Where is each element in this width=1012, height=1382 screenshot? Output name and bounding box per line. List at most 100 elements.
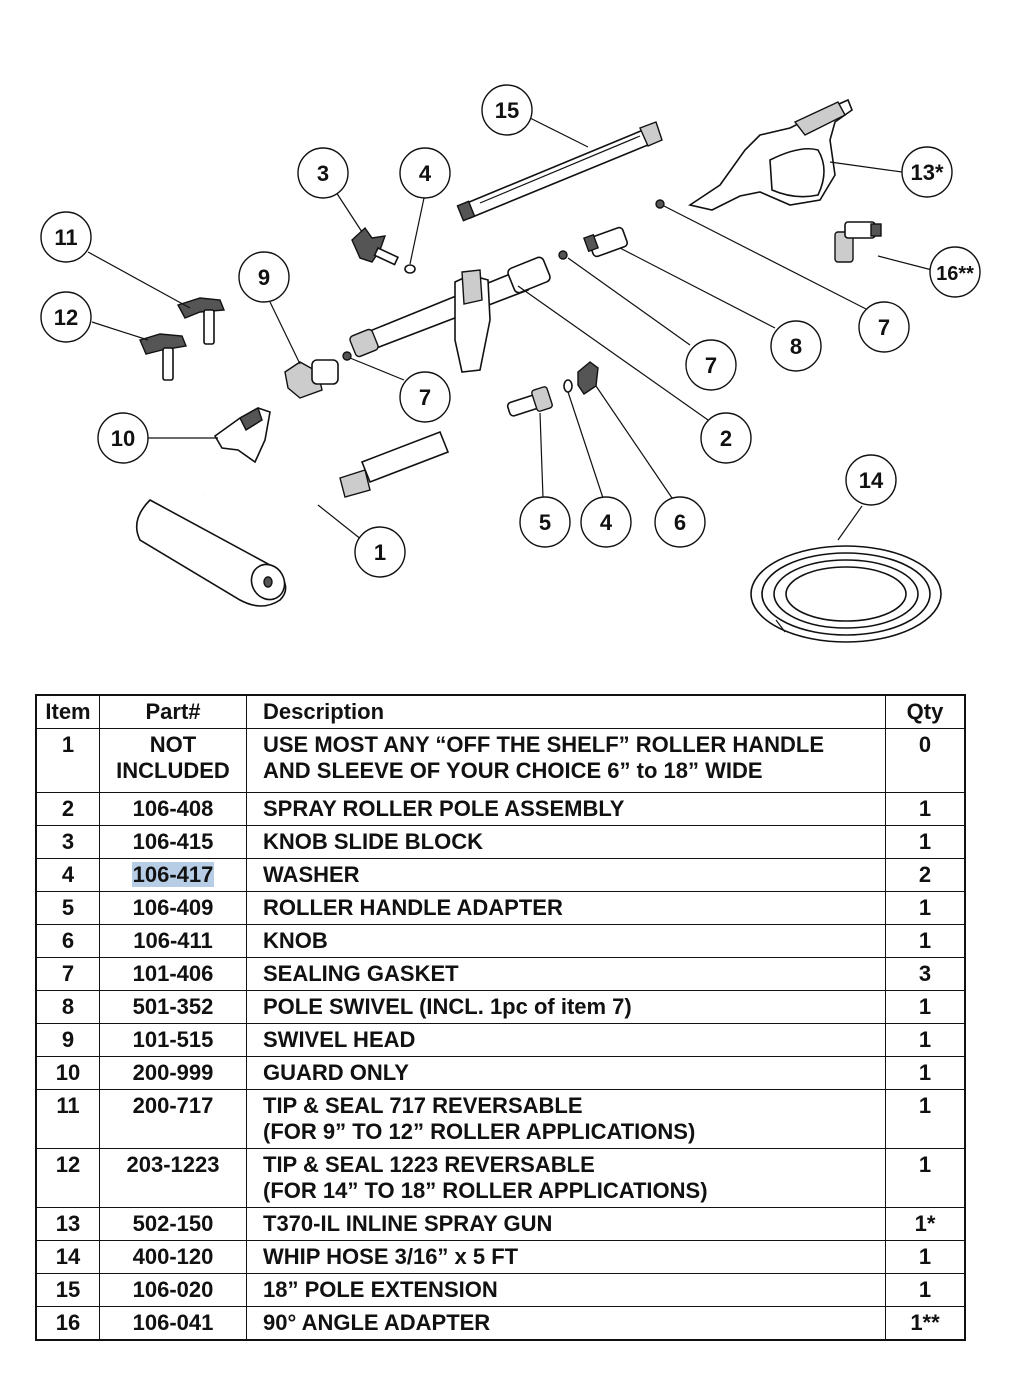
callout-7-right: 7 [858, 301, 910, 353]
row-item: 11 [35, 1089, 100, 1149]
row-part: 106-041 [99, 1306, 247, 1341]
washer-upper-drawing [404, 264, 416, 274]
svg-text:11: 11 [54, 225, 77, 250]
row-description: T370-IL INLINE SPRAY GUN [246, 1207, 886, 1241]
roller-drawing [135, 430, 450, 607]
leader-lines [87, 117, 933, 541]
row-part: 400-120 [99, 1240, 247, 1274]
svg-text:13*: 13* [910, 160, 943, 185]
row-qty: 3 [885, 957, 966, 991]
callout-9: 9 [238, 251, 290, 303]
row-part: 101-406 [99, 957, 247, 991]
exploded-parts-diagram: 15 3 4 13* 11 16** 9 12 7 8 7 7 10 2 14 … [40, 84, 981, 643]
row-description: KNOB [246, 924, 886, 958]
row-description: USE MOST ANY “OFF THE SHELF” ROLLER HAND… [246, 728, 886, 793]
row-qty: 1 [885, 792, 966, 826]
row-item: 5 [35, 891, 100, 925]
row-description: SEALING GASKET [246, 957, 886, 991]
row-part: 106-020 [99, 1273, 247, 1307]
pole-swivel-drawing [583, 226, 629, 258]
row-description: 90° ANGLE ADAPTER [246, 1306, 886, 1341]
row-item: 2 [35, 792, 100, 826]
row-part-line2: INCLUDED [116, 758, 230, 783]
svg-text:1: 1 [374, 540, 386, 565]
row-qty: 1 [885, 990, 966, 1024]
row-description: TIP & SEAL 717 REVERSABLE(FOR 9” TO 12” … [246, 1089, 886, 1149]
svg-text:9: 9 [258, 265, 270, 290]
row-item: 15 [35, 1273, 100, 1307]
table-row: 14 400-120 WHIP HOSE 3/16” x 5 FT 1 [35, 1240, 966, 1274]
callout-12: 12 [40, 291, 92, 343]
svg-text:8: 8 [790, 334, 802, 359]
row-qty: 1 [885, 891, 966, 925]
callout-1: 1 [354, 526, 406, 578]
gasket-near-gun-drawing [655, 199, 665, 209]
row-description: ROLLER HANDLE ADAPTER [246, 891, 886, 925]
callout-6: 6 [654, 496, 706, 548]
row-qty: 1 [885, 1240, 966, 1274]
row-part: 106-409 [99, 891, 247, 925]
row-part: 106-415 [99, 825, 247, 859]
gasket-near-swivel-drawing [342, 351, 352, 361]
row-item: 7 [35, 957, 100, 991]
svg-text:4: 4 [419, 161, 432, 186]
angle-adapter-drawing [834, 221, 882, 263]
row-description: WASHER [246, 858, 886, 892]
callout-11: 11 [40, 211, 92, 263]
row-part: 106-417 [99, 858, 247, 892]
row-qty: 1 [885, 825, 966, 859]
row-qty: 1** [885, 1306, 966, 1341]
svg-text:7: 7 [419, 385, 431, 410]
table-row: 12 203-1223 TIP & SEAL 1223 REVERSABLE(F… [35, 1148, 966, 1208]
header-part: Part# [99, 694, 247, 729]
row-item: 13 [35, 1207, 100, 1241]
row-description: KNOB SLIDE BLOCK [246, 825, 886, 859]
header-qty: Qty [885, 694, 966, 729]
row-item: 6 [35, 924, 100, 958]
pole-extension-drawing [456, 121, 663, 222]
svg-text:12: 12 [54, 305, 78, 330]
svg-text:3: 3 [317, 161, 329, 186]
svg-text:4: 4 [600, 510, 613, 535]
washer-lower-drawing [563, 379, 573, 393]
row-part: 200-717 [99, 1089, 247, 1149]
row-desc-line1: TIP & SEAL 1223 REVERSABLE [263, 1152, 595, 1177]
table-row: 16 106-041 90° ANGLE ADAPTER 1** [35, 1306, 966, 1341]
spray-roller-pole-drawing [349, 256, 551, 373]
row-item: 14 [35, 1240, 100, 1274]
callout-13: 13* [901, 146, 953, 198]
table-row: 6 106-411 KNOB 1 [35, 924, 966, 958]
knob-drawing [577, 361, 599, 395]
tip-1223-drawing [139, 333, 187, 381]
row-item: 8 [35, 990, 100, 1024]
svg-text:7: 7 [705, 353, 717, 378]
row-qty: 1 [885, 1023, 966, 1057]
header-description: Description [246, 694, 886, 729]
table-row: 8 501-352 POLE SWIVEL (INCL. 1pc of item… [35, 990, 966, 1024]
row-desc-line1: TIP & SEAL 717 REVERSABLE [263, 1093, 583, 1118]
table-row: 4 106-417 WASHER 2 [35, 858, 966, 892]
row-description: 18” POLE EXTENSION [246, 1273, 886, 1307]
callout-4-upper: 4 [399, 147, 451, 199]
row-description: POLE SWIVEL (INCL. 1pc of item 7) [246, 990, 886, 1024]
callout-4-lower: 4 [580, 496, 632, 548]
svg-text:14: 14 [859, 468, 884, 493]
callout-15: 15 [481, 84, 533, 136]
callout-14: 14 [845, 454, 897, 506]
svg-text:7: 7 [878, 315, 890, 340]
row-part: 106-408 [99, 792, 247, 826]
callout-7-left: 7 [399, 371, 451, 423]
table-row: 11 200-717 TIP & SEAL 717 REVERSABLE(FOR… [35, 1089, 966, 1149]
row-description: SPRAY ROLLER POLE ASSEMBLY [246, 792, 886, 826]
svg-text:5: 5 [539, 510, 551, 535]
row-desc-line2: AND SLEEVE OF YOUR CHOICE 6” to 18” WIDE [263, 758, 763, 783]
callout-2: 2 [700, 412, 752, 464]
row-description: TIP & SEAL 1223 REVERSABLE(FOR 14” TO 18… [246, 1148, 886, 1208]
row-qty: 1 [885, 924, 966, 958]
row-description: GUARD ONLY [246, 1056, 886, 1090]
row-item: 3 [35, 825, 100, 859]
row-qty: 1 [885, 1273, 966, 1307]
row-item: 10 [35, 1056, 100, 1090]
